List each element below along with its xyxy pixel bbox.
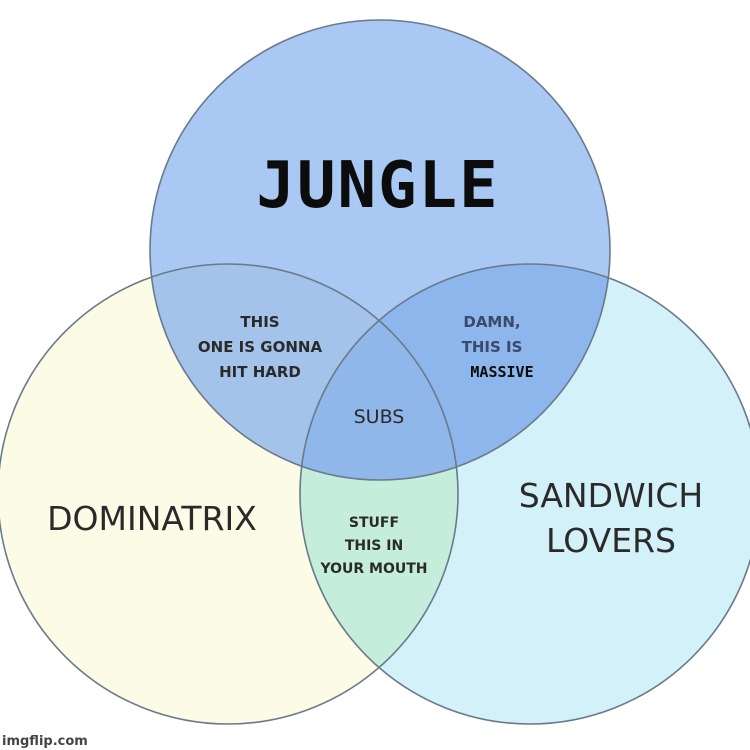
- title-label: JUNGLE: [256, 149, 499, 223]
- top-circle-outline: [149, 19, 611, 481]
- watermark: imgflip.com: [2, 734, 88, 749]
- left-set-label: DOMINATRIX: [47, 499, 257, 538]
- top-right-line-2: THIS IS: [462, 338, 523, 356]
- left-circle-outline: [0, 263, 459, 725]
- top-left-line-1: THIS: [240, 313, 279, 331]
- right-set-label-line-1: SANDWICH: [519, 476, 703, 515]
- center-label: SUBS: [354, 406, 405, 428]
- bottom-line-3: YOUR MOUTH: [319, 561, 427, 577]
- center-overlap: [300, 264, 458, 480]
- right-circle-outline: [299, 263, 750, 725]
- bottom-line-1: STUFF: [349, 515, 399, 531]
- top-left-line-3: HIT HARD: [219, 363, 301, 381]
- right-set-label-line-2: LOVERS: [546, 521, 676, 560]
- top-right-line-3: MASSIVE: [470, 363, 533, 381]
- bottom-line-2: THIS IN: [345, 538, 403, 554]
- top-right-line-1: DAMN,: [463, 313, 520, 331]
- top-left-line-2: ONE IS GONNA: [198, 338, 323, 356]
